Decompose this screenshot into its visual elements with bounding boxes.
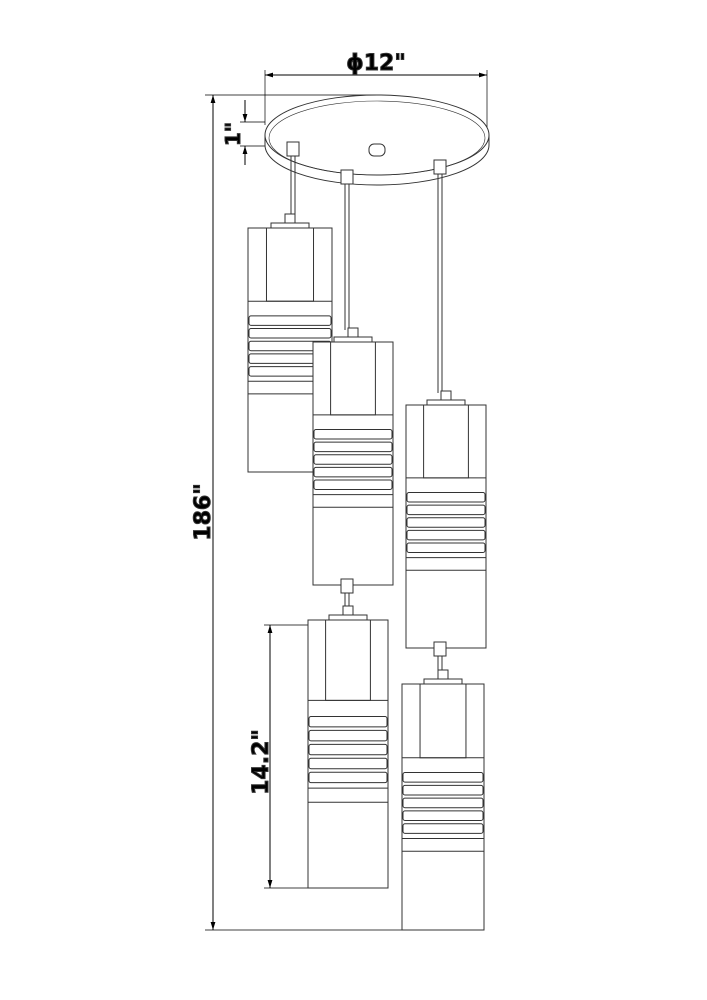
mount-bracket-icon <box>433 159 447 175</box>
shade-ring <box>308 771 388 784</box>
mount-bracket-icon <box>286 141 300 157</box>
shade-ring <box>313 466 393 478</box>
shade-ring <box>308 743 388 756</box>
shade-ring <box>402 797 484 809</box>
shade-ring <box>248 315 332 326</box>
shade-height-label: 14.2" <box>249 729 274 795</box>
mount-bracket-icon <box>340 578 354 594</box>
shade-height-dimension: 14.2" <box>249 624 345 889</box>
pendant-4 <box>307 578 389 889</box>
overall-height-dimension: 186" <box>191 94 440 931</box>
shade-ring <box>308 757 388 770</box>
shade-ring <box>402 810 484 822</box>
shade-ring <box>406 491 486 503</box>
mount-bracket-icon <box>433 641 447 657</box>
canopy-height-label: 1" <box>221 122 245 146</box>
canopy-diameter-label: ϕ12" <box>346 51 406 76</box>
pendants <box>247 141 487 931</box>
pendant-2 <box>312 169 394 586</box>
glass-shade <box>401 683 485 931</box>
pendant-5 <box>401 641 485 931</box>
shade-ring <box>313 441 393 453</box>
canopy-diameter-dimension: ϕ12" <box>264 51 488 130</box>
shade-ring <box>402 772 484 783</box>
shade-ring <box>406 517 486 528</box>
shade-ring <box>248 328 332 339</box>
mount-bracket-icon <box>340 169 354 185</box>
canopy-screw-icon <box>368 143 386 157</box>
shade-ring <box>313 428 393 440</box>
overall-height-label: 186" <box>191 483 216 540</box>
shade-ring <box>406 529 486 541</box>
shade-ring <box>313 479 393 491</box>
glass-shade <box>307 619 389 889</box>
canopy <box>264 94 490 186</box>
shade-ring <box>402 784 484 796</box>
glass-shade <box>312 341 394 586</box>
pendant-3 <box>405 159 487 649</box>
shade-ring <box>308 729 388 742</box>
shade-ring <box>402 823 484 834</box>
shade-ring <box>313 454 393 465</box>
glass-shade <box>405 404 487 649</box>
shade-ring <box>406 542 486 554</box>
shade-ring <box>406 504 486 516</box>
canopy-height-dimension: 1" <box>221 100 265 165</box>
shade-ring <box>308 715 388 728</box>
